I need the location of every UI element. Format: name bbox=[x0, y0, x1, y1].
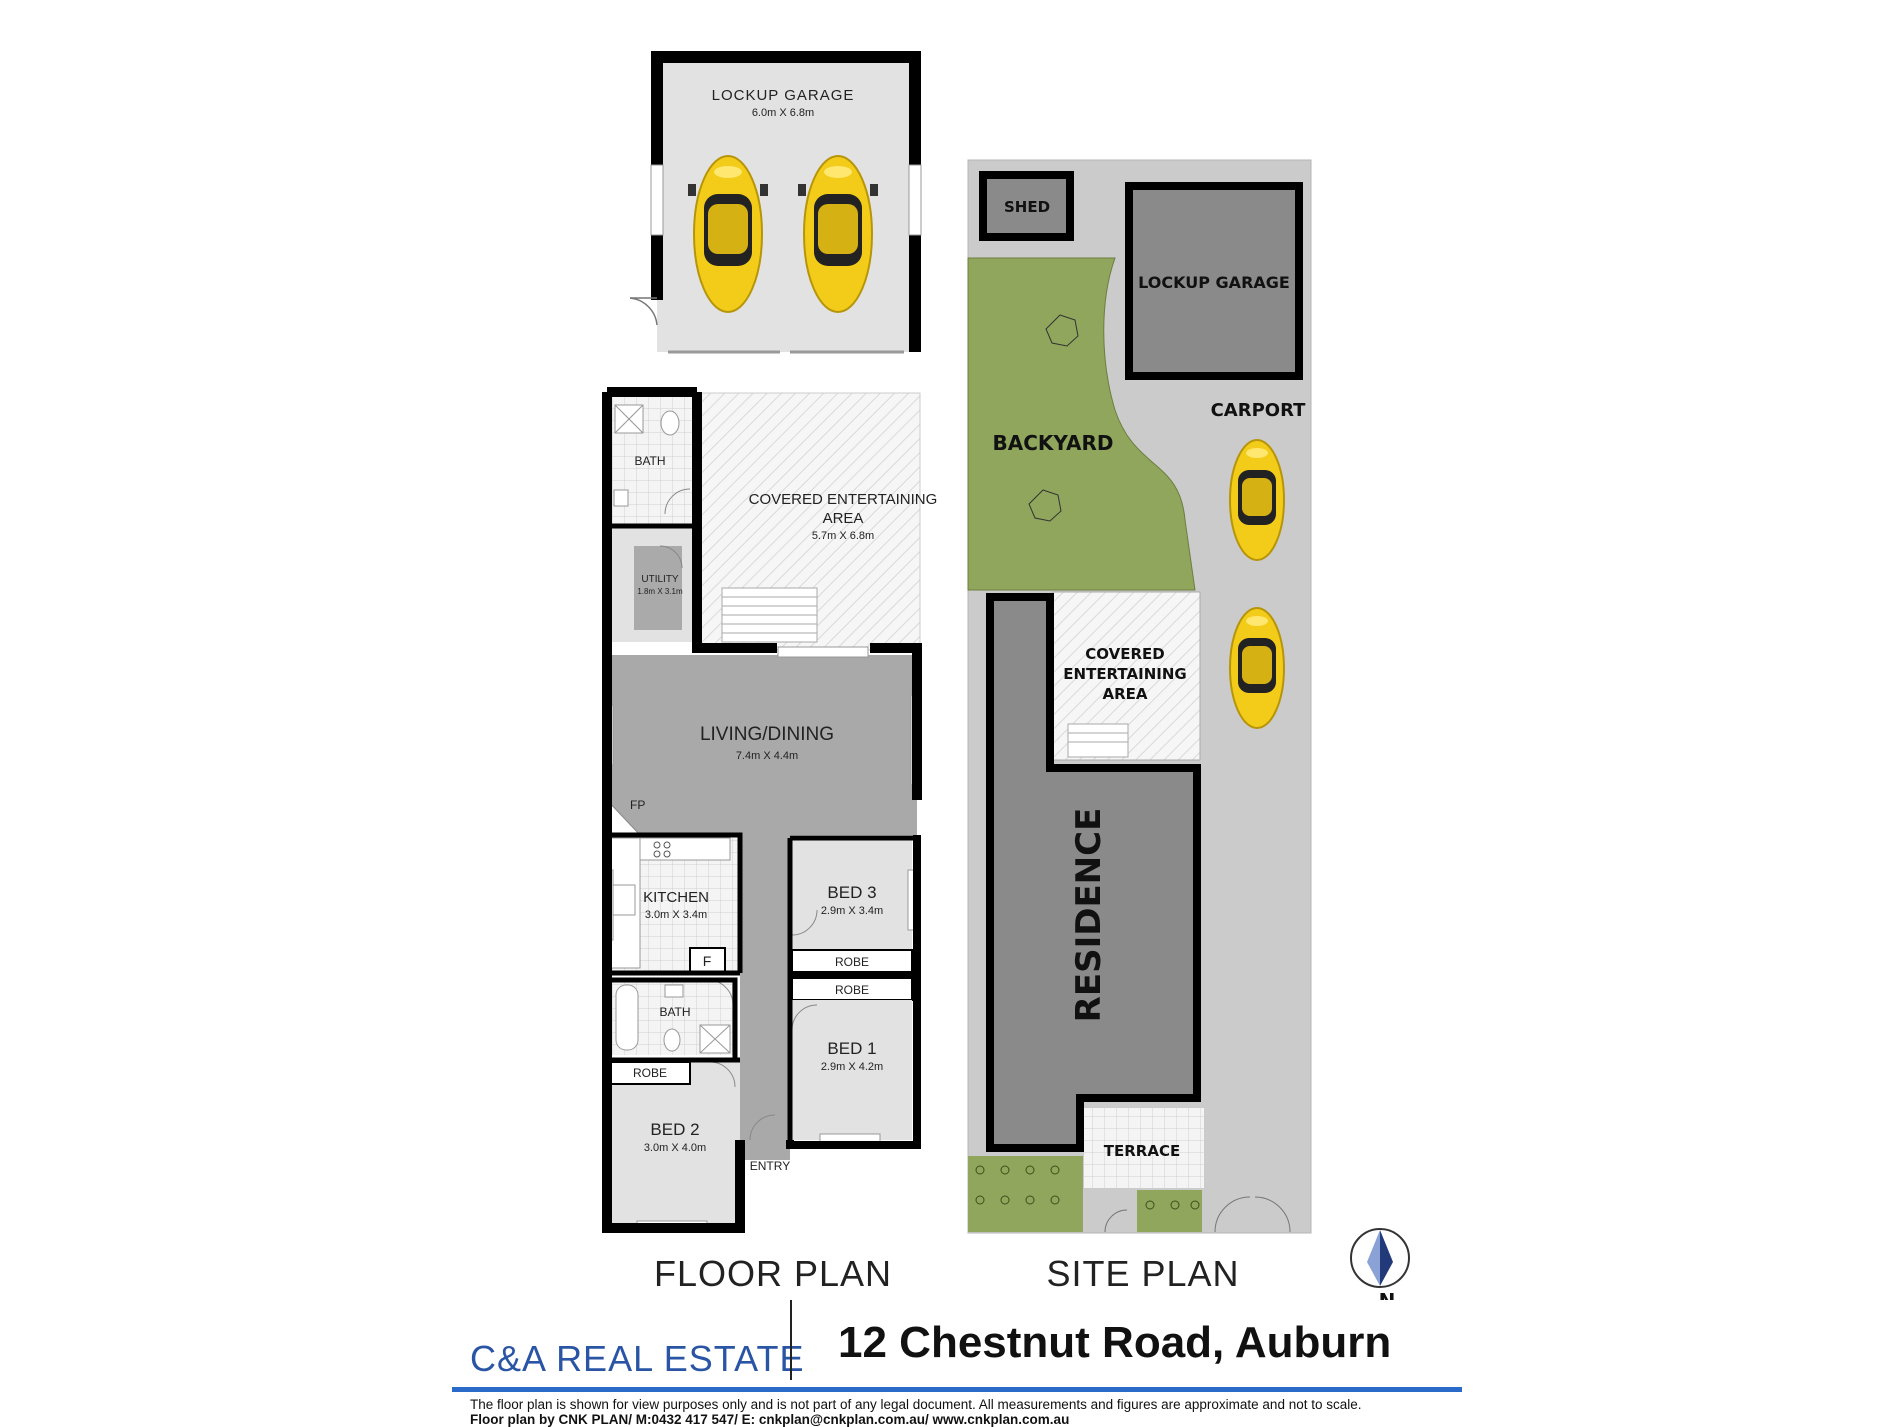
site-garage-label: LOCKUP GARAGE bbox=[1138, 273, 1290, 292]
floor-plan: LOCKUP GARAGE 6.0m X 6.8m COVERED ENTERT… bbox=[602, 51, 938, 1294]
backyard-label: BACKYARD bbox=[993, 431, 1114, 455]
bed2-room: ROBE BED 2 3.0m X 4.0m bbox=[609, 1061, 740, 1232]
brand-name: C&A REAL ESTATE bbox=[470, 1338, 804, 1380]
covered-area-room: COVERED ENTERTAINING AREA 5.7m X 6.8m bbox=[696, 392, 938, 651]
robe-bed3-label: ROBE bbox=[835, 955, 869, 969]
brand-prefix: C&A bbox=[470, 1338, 546, 1379]
bath-top-room: BATH bbox=[607, 396, 697, 526]
bed1-dims: 2.9m X 4.2m bbox=[821, 1061, 883, 1073]
site-plan: BACKYARD SHED LOCKUP GARAGE CARPORT COVE… bbox=[967, 159, 1410, 1300]
bath-top-label: BATH bbox=[634, 454, 665, 468]
bed3-room: BED 3 2.9m X 3.4m ROBE bbox=[791, 838, 919, 973]
footer-accent-bar bbox=[452, 1387, 1462, 1392]
carport-label: CARPORT bbox=[1211, 400, 1307, 421]
garage-label: LOCKUP GARAGE bbox=[712, 87, 855, 104]
bed2-label: BED 2 bbox=[650, 1120, 699, 1139]
shed-label: SHED bbox=[1004, 198, 1050, 216]
robe-bed1-label: ROBE bbox=[835, 983, 869, 997]
bed3-label: BED 3 bbox=[827, 883, 876, 902]
property-address: 12 Chestnut Road, Auburn bbox=[838, 1318, 1392, 1367]
bed2-dims: 3.0m X 4.0m bbox=[644, 1142, 706, 1154]
carport-car-icon bbox=[1229, 439, 1285, 561]
residence-block bbox=[986, 593, 1201, 1152]
fireplace-label: FP bbox=[630, 798, 645, 812]
residence-label: RESIDENCE bbox=[1069, 808, 1109, 1023]
floor-and-site-plan: LOCKUP GARAGE 6.0m X 6.8m COVERED ENTERT… bbox=[602, 51, 1410, 1300]
covered-area-label-1: COVERED ENTERTAINING bbox=[749, 491, 938, 508]
footer-disclaimer: The floor plan is shown for view purpose… bbox=[470, 1397, 1362, 1412]
site-plan-heading: SITE PLAN bbox=[1046, 1253, 1239, 1294]
compass-north-label: N bbox=[1379, 1289, 1396, 1300]
north-compass-icon: N bbox=[1350, 1228, 1410, 1300]
footer-credit: Floor plan by CNK PLAN/ M:0432 417 547/ … bbox=[470, 1412, 1070, 1427]
house-walls bbox=[602, 387, 922, 1233]
living-dims: 7.4m X 4.4m bbox=[736, 750, 798, 762]
bed1-room: ROBE BED 1 2.9m X 4.2m bbox=[791, 977, 913, 1145]
bath-bottom-room: BATH bbox=[610, 979, 735, 1055]
utility-dims: 1.8m X 3.1m bbox=[637, 587, 683, 596]
kitchen-label: KITCHEN bbox=[643, 889, 709, 906]
footer-divider bbox=[790, 1300, 792, 1380]
bed3-dims: 2.9m X 3.4m bbox=[821, 905, 883, 917]
living-label: LIVING/DINING bbox=[700, 724, 834, 745]
site-covered-label-2: ENTERTAINING bbox=[1063, 665, 1186, 683]
floor-plan-heading: FLOOR PLAN bbox=[654, 1253, 892, 1294]
kitchen-room: KITCHEN 3.0m X 3.4m F bbox=[602, 837, 740, 974]
fridge-label: F bbox=[703, 953, 712, 969]
kitchen-dims: 3.0m X 3.4m bbox=[645, 909, 707, 921]
robe-bed2-label: ROBE bbox=[633, 1066, 667, 1080]
bath-bottom-label: BATH bbox=[659, 1005, 690, 1019]
site-covered-label-1: COVERED bbox=[1085, 645, 1164, 663]
garage-room: LOCKUP GARAGE 6.0m X 6.8m bbox=[629, 51, 922, 354]
utility-label: UTILITY bbox=[641, 574, 679, 585]
terrace-label: TERRACE bbox=[1104, 1142, 1180, 1160]
brand-suffix: REAL ESTATE bbox=[556, 1338, 805, 1379]
carport-car-icon bbox=[1229, 607, 1285, 729]
entry-label: ENTRY bbox=[750, 1159, 790, 1173]
garage-dims: 6.0m X 6.8m bbox=[752, 107, 814, 119]
backyard-lawn bbox=[967, 257, 1196, 591]
site-covered-label-3: AREA bbox=[1102, 685, 1147, 703]
covered-area-label-2: AREA bbox=[823, 510, 864, 527]
bed1-label: BED 1 bbox=[827, 1039, 876, 1058]
covered-area-dims: 5.7m X 6.8m bbox=[812, 530, 874, 542]
utility-room: UTILITY 1.8m X 3.1m bbox=[607, 526, 697, 642]
